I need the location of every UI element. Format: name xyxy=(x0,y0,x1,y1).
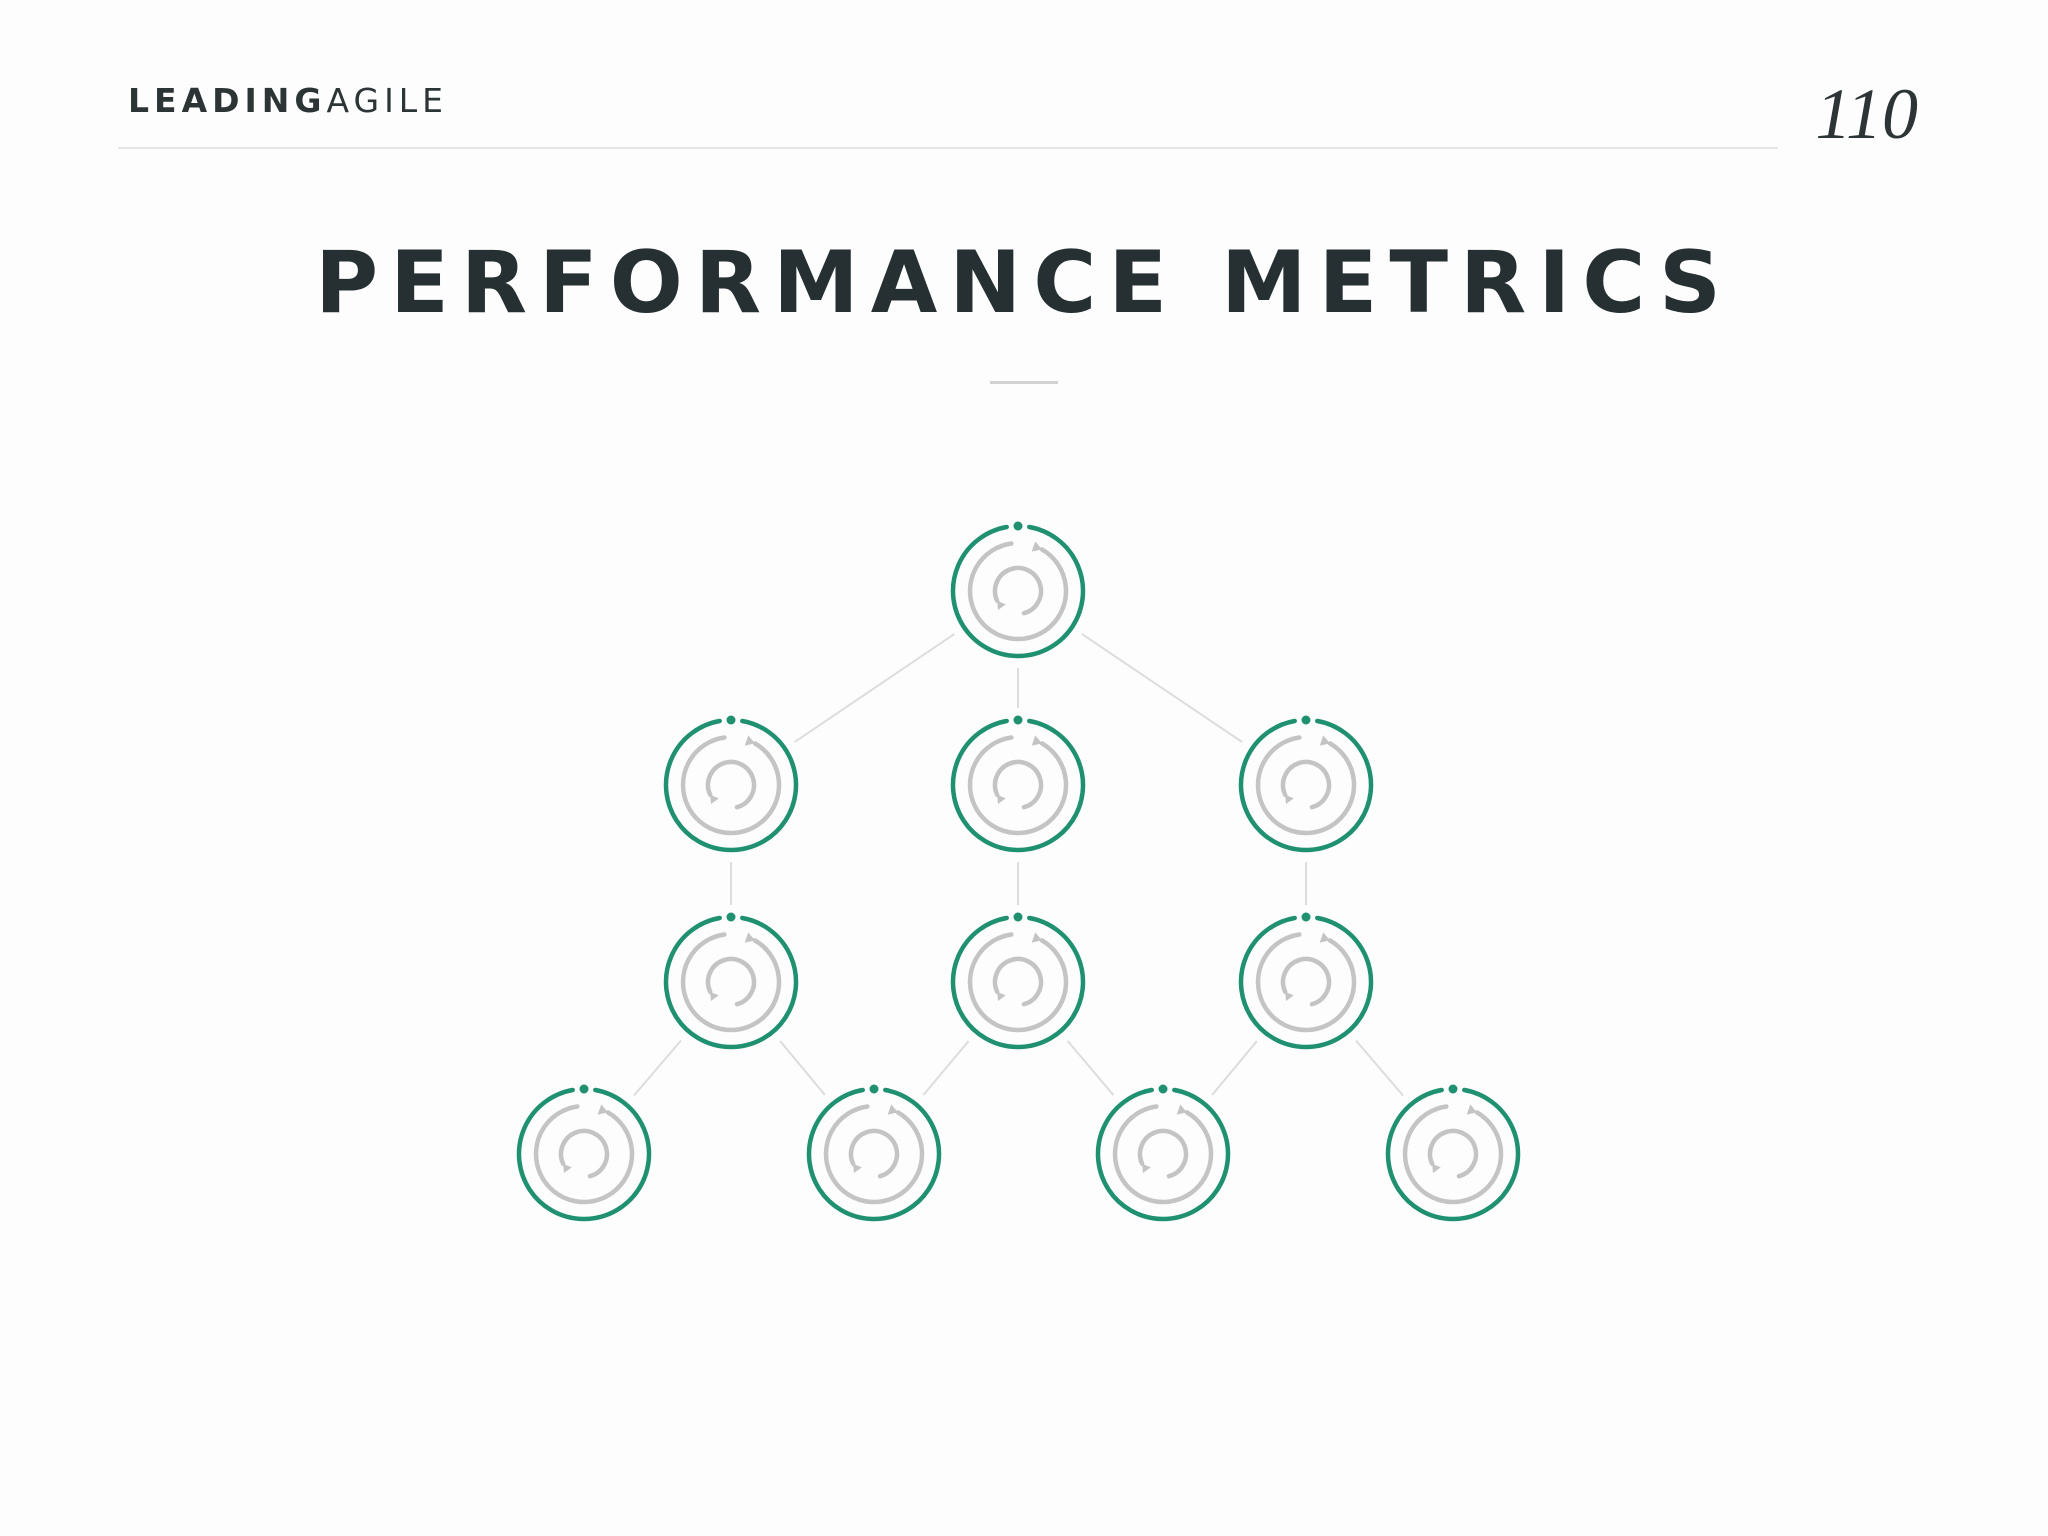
logo-light-text: AGILE xyxy=(326,81,449,120)
connector-line-8 xyxy=(779,1040,826,1096)
ring-marker-dot xyxy=(1013,912,1023,922)
ring-marker-dot xyxy=(1013,715,1023,725)
iteration-cycle-icon xyxy=(1112,1104,1214,1205)
logo-bold-text: LEADING xyxy=(128,81,327,120)
ring-marker-dot xyxy=(869,1084,879,1094)
ring-marker-dot xyxy=(726,715,736,725)
team-node-4-10 xyxy=(1095,1084,1231,1222)
iteration-cycle-icon xyxy=(1255,932,1357,1033)
iteration-cycle-icon xyxy=(1255,735,1357,836)
ring-marker-dot xyxy=(1448,1084,1458,1094)
progress-ring xyxy=(1095,1087,1231,1222)
team-node-4-8 xyxy=(516,1084,652,1222)
connector-line-9 xyxy=(922,1040,970,1096)
team-node-3-5 xyxy=(663,912,799,1050)
header-divider xyxy=(118,147,1778,149)
connector-line-3 xyxy=(1081,633,1243,743)
iteration-cycle-icon xyxy=(680,932,782,1033)
iteration-cycle-icon xyxy=(967,932,1069,1033)
ring-marker-dot xyxy=(726,912,736,922)
team-node-3-7 xyxy=(1238,912,1374,1050)
team-node-2-2 xyxy=(663,715,799,853)
iteration-cycle-icon xyxy=(680,735,782,836)
team-node-1-1 xyxy=(950,521,1086,659)
ring-marker-dot xyxy=(1301,715,1311,725)
connector-lines xyxy=(633,633,1404,1097)
page-title: PERFORMANCE METRICS xyxy=(315,233,1733,333)
title-divider xyxy=(990,381,1058,384)
ring-marker-dot xyxy=(1301,912,1311,922)
team-node-3-6 xyxy=(950,912,1086,1050)
progress-ring xyxy=(1385,1087,1521,1222)
progress-ring xyxy=(663,718,799,853)
page-number: 110 xyxy=(1815,74,1918,154)
iteration-cycle-icon xyxy=(1402,1104,1504,1205)
team-node-4-11 xyxy=(1385,1084,1521,1222)
iteration-cycle-icon xyxy=(967,735,1069,836)
iteration-cycle-icon xyxy=(967,541,1069,642)
connector-line-10 xyxy=(1066,1040,1115,1096)
connector-line-1 xyxy=(794,633,955,743)
connector-line-11 xyxy=(1211,1040,1258,1096)
ring-marker-dot xyxy=(579,1084,589,1094)
team-nodes xyxy=(516,521,1521,1222)
ring-marker-dot xyxy=(1158,1084,1168,1094)
progress-ring xyxy=(806,1087,942,1222)
ring-marker-dot xyxy=(1013,521,1023,531)
connector-line-12 xyxy=(1355,1039,1404,1097)
leadingagile-logo: LEADINGAGILE xyxy=(128,84,448,117)
team-node-2-3 xyxy=(950,715,1086,853)
iteration-cycle-icon xyxy=(533,1104,635,1205)
progress-ring xyxy=(1238,915,1374,1050)
team-node-2-4 xyxy=(1238,715,1374,853)
progress-ring xyxy=(950,524,1086,659)
connector-line-7 xyxy=(633,1039,682,1097)
progress-ring xyxy=(516,1087,652,1222)
progress-ring xyxy=(663,915,799,1050)
iteration-cycle-icon xyxy=(823,1104,925,1205)
progress-ring xyxy=(950,718,1086,853)
progress-ring xyxy=(1238,718,1374,853)
team-node-4-9 xyxy=(806,1084,942,1222)
progress-ring xyxy=(950,915,1086,1050)
